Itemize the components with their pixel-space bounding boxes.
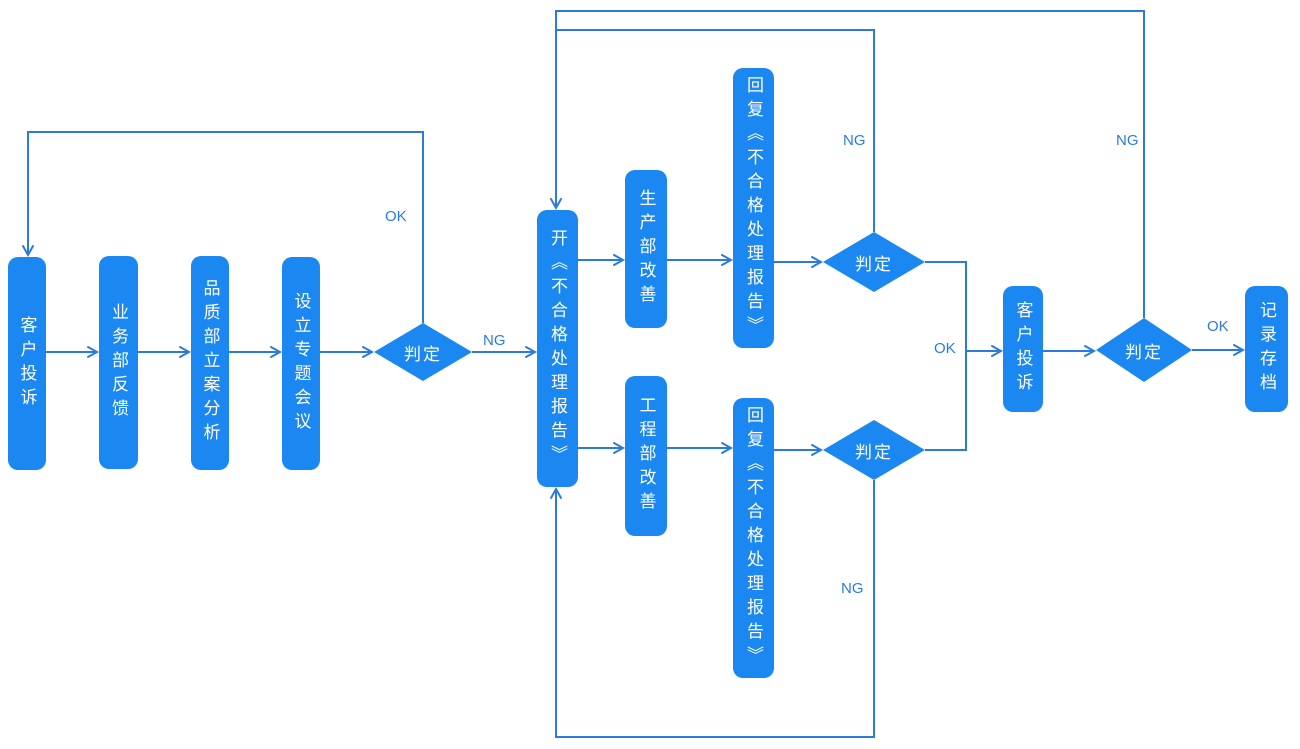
decision-engineering-label: 判定 (855, 442, 893, 462)
node-record-archive: 记录存档 (1245, 286, 1288, 412)
node-quality-dept-case-analysis: 品质部立案分析 (191, 256, 229, 470)
edge-ok-merge-bracket (925, 261, 967, 451)
node-customer-complaint-start: 客户投诉 (8, 257, 46, 470)
edge-label-ng-initial: NG (483, 332, 506, 349)
decision-production-label: 判定 (855, 254, 893, 274)
edge-label-ng-final: NG (1116, 132, 1139, 149)
decision-production-shape (823, 232, 925, 292)
decision-engineering-shape (823, 420, 925, 480)
edge-label-ok-merge: OK (934, 340, 956, 357)
decision-initial-shape (374, 323, 472, 381)
decision-final-shape (1096, 318, 1192, 382)
node-customer-complaint-confirm: 客户投诉 (1003, 286, 1043, 412)
edge-label-ok-initial-loop: OK (385, 208, 407, 225)
edge-label-ng-engineering: NG (841, 580, 864, 597)
decision-final-label: 判定 (1125, 342, 1163, 362)
edge-label-ok-final: OK (1207, 318, 1229, 335)
decision-initial-label: 判定 (404, 344, 442, 364)
edge-decision-bottom-ng-loop (550, 480, 875, 738)
edge-decision1-ok-loop (22, 131, 424, 323)
node-engineering-dept-improvement: 工程部改善 (625, 376, 667, 536)
edge-decision-final-ng-loop (550, 10, 1145, 318)
edge-decision-top-ng-loop (556, 29, 875, 232)
node-reply-nonconforming-report-top: 回复《不合格处理报告》 (733, 68, 774, 348)
node-business-dept-feedback: 业务部反馈 (99, 256, 138, 469)
edge-label-ng-production: NG (843, 132, 866, 149)
node-reply-nonconforming-report-bottom: 回复《不合格处理报告》 (733, 398, 774, 678)
node-setup-special-meeting: 设立专题会议 (282, 257, 320, 470)
node-production-dept-improvement: 生产部改善 (625, 170, 667, 328)
node-open-nonconforming-report: 开《不合格处理报告》 (537, 210, 578, 487)
